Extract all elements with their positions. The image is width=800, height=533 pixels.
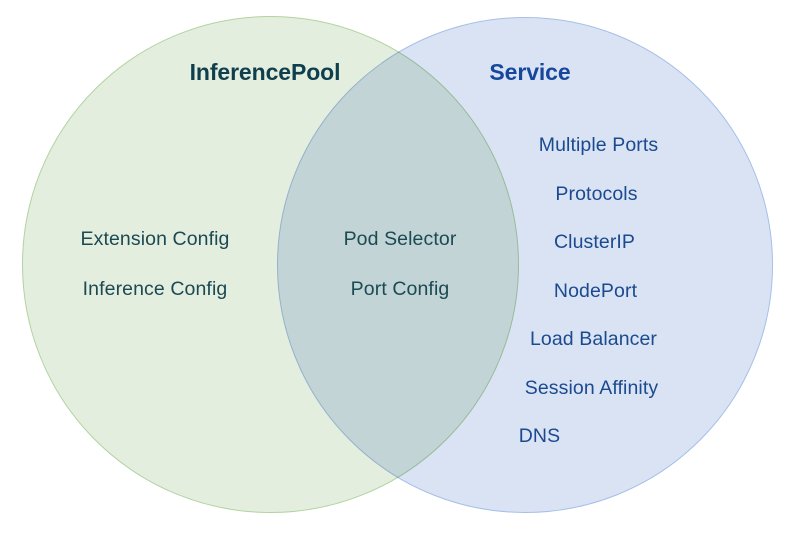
list-item: Load Balancer [529, 328, 658, 350]
list-item: Pod Selector [343, 228, 457, 250]
venn-title-service: Service [489, 59, 571, 85]
list-item: Protocols [555, 182, 638, 205]
list-item: ClusterIP [553, 231, 636, 253]
list-item: Port Config [350, 277, 450, 300]
list-item: NodePort [553, 279, 638, 302]
list-item: Session Affinity [524, 376, 659, 399]
venn-title-inferencepool: InferencePool [189, 59, 341, 85]
venn-intersection-list: Pod Selector Port Config [290, 228, 510, 300]
list-item: DNS [518, 425, 561, 447]
list-item: Inference Config [82, 277, 228, 300]
venn-circle-service [277, 17, 773, 513]
inferencepool-exclusive-list: Extension Config Inference Config [0, 228, 310, 300]
list-item: Multiple Ports [538, 134, 659, 156]
list-item: Extension Config [80, 228, 230, 250]
service-exclusive-list: Multiple Ports Protocols ClusterIP NodeP… [470, 134, 725, 447]
